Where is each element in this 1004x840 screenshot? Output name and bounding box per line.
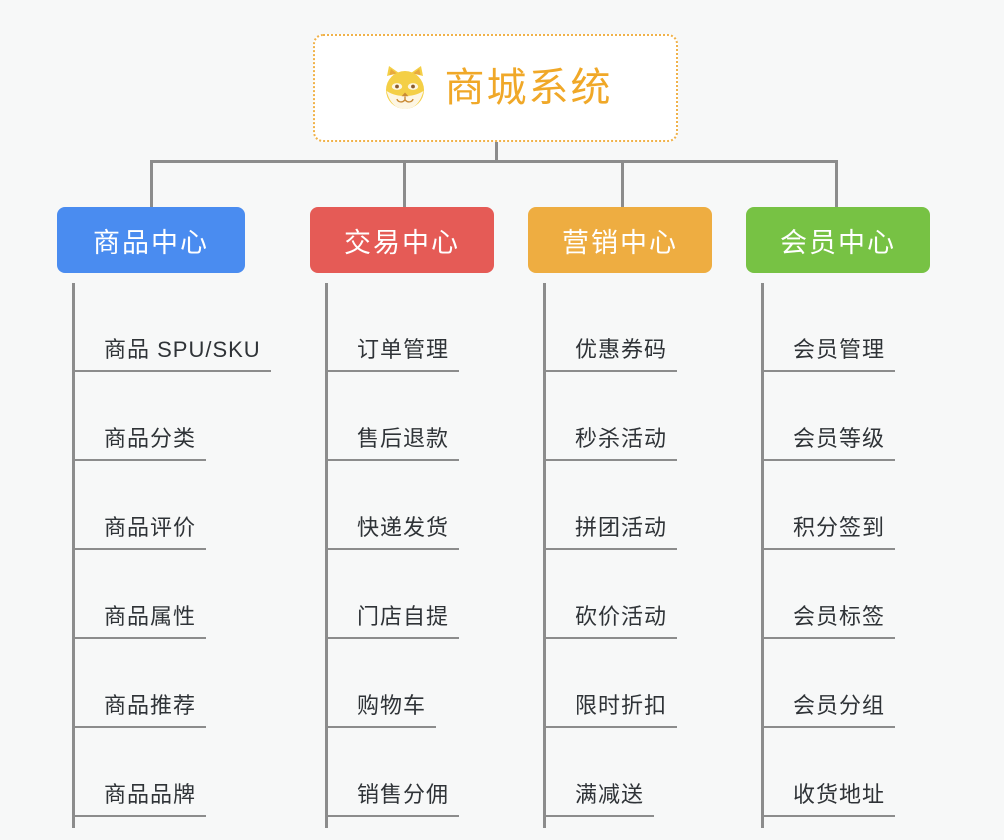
connector-drop-4 xyxy=(835,160,838,208)
leaf-label: 限时折扣 xyxy=(543,688,678,728)
leaf-label: 积分签到 xyxy=(761,510,896,550)
list-item[interactable]: 会员等级 xyxy=(761,372,896,461)
leaf-label: 满减送 xyxy=(543,777,655,817)
category-label: 交易中心 xyxy=(344,227,460,258)
column-rail-1 xyxy=(72,283,75,828)
leaf-label: 秒杀活动 xyxy=(543,421,678,461)
root-node-mall-system[interactable]: 商城系统 xyxy=(313,34,678,142)
column-rail-2 xyxy=(325,283,328,828)
category-header-营销中心[interactable]: 营销中心 xyxy=(528,207,712,273)
list-item[interactable]: 会员标签 xyxy=(761,550,896,639)
column-rail-4 xyxy=(761,283,764,828)
leaf-label: 会员管理 xyxy=(761,332,896,372)
leaf-label: 商品分类 xyxy=(72,421,207,461)
leaf-label: 收货地址 xyxy=(761,777,896,817)
list-item[interactable]: 砍价活动 xyxy=(543,550,678,639)
column-rail-3 xyxy=(543,283,546,828)
leaf-label: 售后退款 xyxy=(325,421,460,461)
leaf-label: 商品属性 xyxy=(72,599,207,639)
list-item[interactable]: 秒杀活动 xyxy=(543,372,678,461)
leaf-label: 会员分组 xyxy=(761,688,896,728)
leaf-label: 砍价活动 xyxy=(543,599,678,639)
leaf-label: 购物车 xyxy=(325,688,437,728)
category-label: 会员中心 xyxy=(780,227,896,258)
category-label: 商品中心 xyxy=(93,227,209,258)
root-node-label: 商城系统 xyxy=(444,66,613,110)
leaf-label: 商品推荐 xyxy=(72,688,207,728)
connector-drop-1 xyxy=(150,160,153,208)
leaf-label: 拼团活动 xyxy=(543,510,678,550)
list-item[interactable]: 商品品牌 xyxy=(72,728,207,817)
list-item[interactable]: 购物车 xyxy=(325,639,437,728)
leaf-label: 商品品牌 xyxy=(72,777,207,817)
leaf-label: 商品 SPU/SKU xyxy=(72,332,271,372)
list-item[interactable]: 商品属性 xyxy=(72,550,207,639)
list-item[interactable]: 会员分组 xyxy=(761,639,896,728)
list-item[interactable]: 门店自提 xyxy=(325,550,460,639)
connector-horizontal-bus xyxy=(150,160,838,163)
leaf-label: 销售分佣 xyxy=(325,777,460,817)
list-item[interactable]: 订单管理 xyxy=(325,283,460,372)
leaf-label: 会员等级 xyxy=(761,421,896,461)
shiba-dog-icon xyxy=(379,62,431,114)
connector-root-stem xyxy=(495,142,498,162)
category-header-交易中心[interactable]: 交易中心 xyxy=(310,207,494,273)
list-item[interactable]: 销售分佣 xyxy=(325,728,460,817)
leaf-label: 订单管理 xyxy=(325,332,460,372)
category-header-商品中心[interactable]: 商品中心 xyxy=(57,207,245,273)
list-item[interactable]: 售后退款 xyxy=(325,372,460,461)
list-item[interactable]: 商品分类 xyxy=(72,372,207,461)
leaf-label: 商品评价 xyxy=(72,510,207,550)
leaf-label: 门店自提 xyxy=(325,599,460,639)
leaf-label: 会员标签 xyxy=(761,599,896,639)
connector-drop-3 xyxy=(621,160,624,208)
leaf-label: 快递发货 xyxy=(325,510,460,550)
list-item[interactable]: 商品 SPU/SKU xyxy=(72,283,271,372)
list-item[interactable]: 商品评价 xyxy=(72,461,207,550)
category-header-会员中心[interactable]: 会员中心 xyxy=(746,207,930,273)
list-item[interactable]: 快递发货 xyxy=(325,461,460,550)
list-item[interactable]: 收货地址 xyxy=(761,728,896,817)
list-item[interactable]: 会员管理 xyxy=(761,283,896,372)
category-label: 营销中心 xyxy=(562,227,678,258)
list-item[interactable]: 商品推荐 xyxy=(72,639,207,728)
list-item[interactable]: 拼团活动 xyxy=(543,461,678,550)
list-item[interactable]: 优惠券码 xyxy=(543,283,678,372)
list-item[interactable]: 积分签到 xyxy=(761,461,896,550)
connector-drop-2 xyxy=(403,160,406,208)
list-item[interactable]: 满减送 xyxy=(543,728,655,817)
leaf-label: 优惠券码 xyxy=(543,332,678,372)
list-item[interactable]: 限时折扣 xyxy=(543,639,678,728)
